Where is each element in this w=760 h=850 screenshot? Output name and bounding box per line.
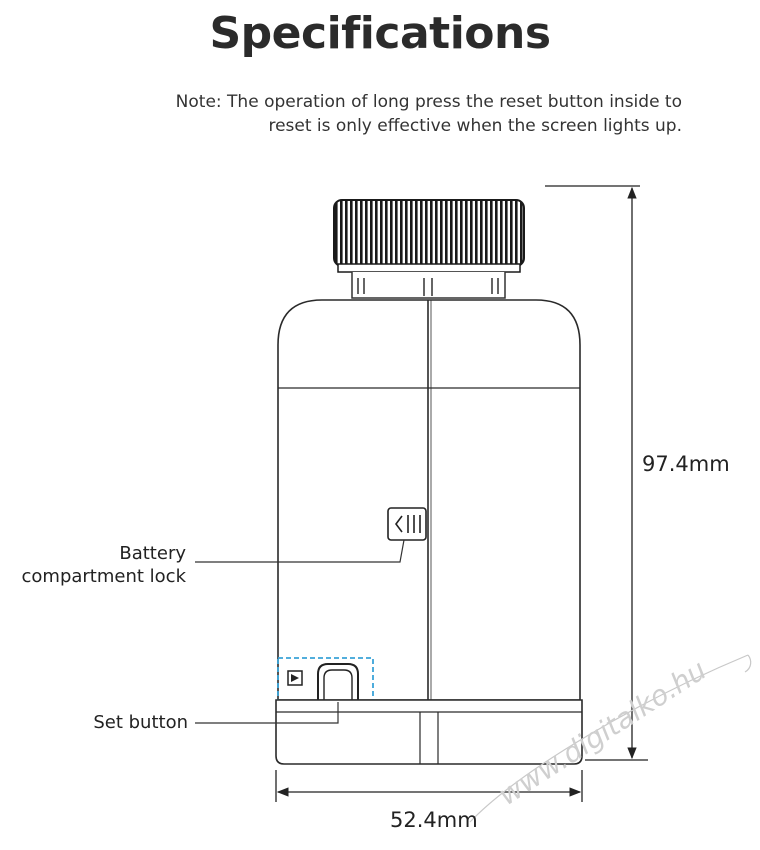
note-line-1: Note: The operation of long press the re… [175, 92, 682, 112]
device-body [277, 299, 581, 701]
device-base [275, 699, 583, 765]
height-dimension-line [545, 185, 648, 761]
width-dimension-value: 52.4mm [390, 808, 478, 832]
leader-lines [195, 539, 405, 724]
battery-lock-slider [387, 507, 427, 541]
knob-cap [333, 199, 525, 273]
neck [351, 272, 506, 299]
note-line-2: reset is only effective when the screen … [268, 116, 682, 136]
set-button-label: Set button [93, 712, 188, 733]
watermark-logo [469, 654, 752, 823]
note-text: Note: The operation of long press the re… [82, 90, 682, 138]
battery-lock-label: Battery compartment lock [14, 542, 187, 588]
battery-lock-label-line-2: compartment lock [21, 566, 187, 587]
width-dimension-line [275, 770, 583, 802]
height-dimension-value: 97.4mm [642, 452, 730, 476]
battery-lock-label-line-1: Battery [119, 543, 186, 564]
page-title: Specifications [209, 8, 551, 59]
